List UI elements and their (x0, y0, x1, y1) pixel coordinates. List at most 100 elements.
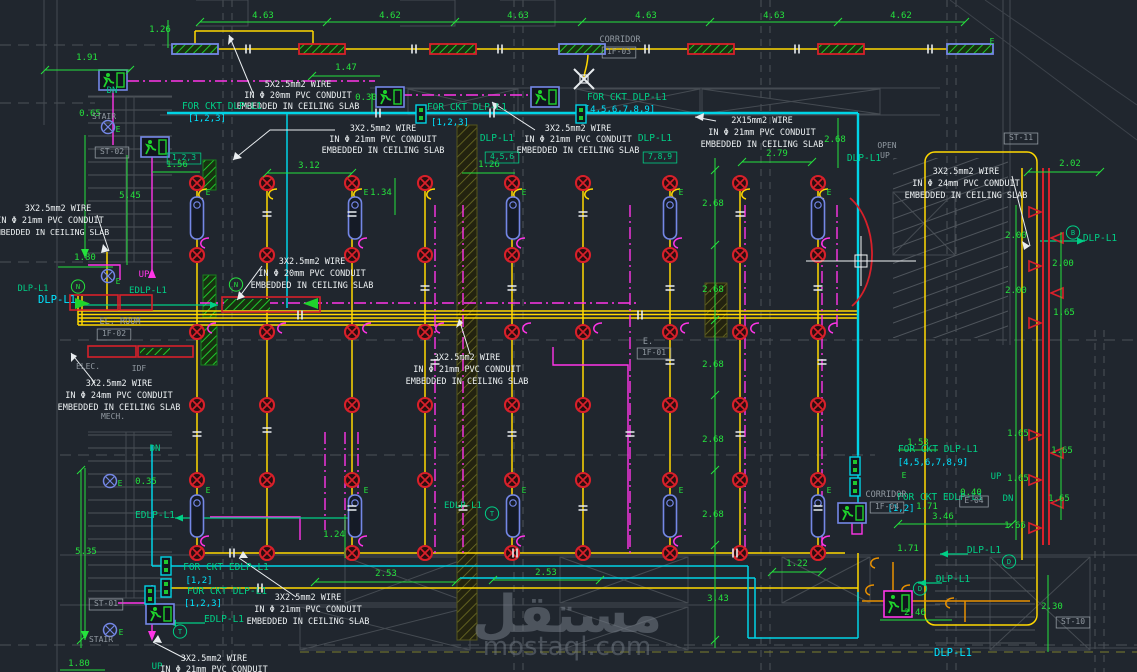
wire-callout: 3X2.5mm2 WIRE (434, 353, 501, 363)
circuit-numbers-boxed-box (484, 151, 520, 164)
room-name: E. (643, 337, 653, 347)
dimension: 1.26 (478, 160, 500, 170)
dimension: 1.22 (786, 559, 808, 569)
room-tag-box (869, 501, 905, 514)
dimension: 2.53 (535, 568, 557, 578)
emergency-mark: E (522, 188, 527, 197)
stair-tag-box (94, 146, 130, 159)
dimension: 3.43 (707, 594, 729, 604)
room-name: IDF (132, 364, 147, 373)
dimension: 1.80 (68, 659, 90, 669)
dimension: 2.68 (824, 135, 846, 145)
circled-marker-circle (172, 624, 188, 639)
watermark-arabic: مستقل (472, 585, 662, 645)
wire-callout: IN Φ 20mm PVC CONDUIT (258, 269, 365, 279)
room-name: OPEN (877, 141, 896, 150)
dimension: 2.30 (1041, 602, 1063, 612)
wire-callout: EMBEDDED IN CEILING SLAB (237, 102, 360, 112)
panel-tag: EDLP-L1 (204, 614, 244, 625)
dimension: 2.53 (375, 569, 397, 579)
panel-tag: DLP-L1 (967, 545, 1002, 556)
circuit-numbers: [1,2] (185, 576, 212, 586)
dimension: 3.12 (298, 161, 320, 171)
wire-callout: IN Φ 24mm PVC CONDUIT (912, 179, 1019, 189)
emergency-mark: E (364, 486, 369, 495)
dimension: 1.65 (1007, 474, 1029, 484)
emergency-mark: E (827, 486, 832, 495)
dimension: 2.68 (702, 435, 724, 445)
wire-callout: 3X2.5mm2 WIRE (350, 124, 417, 134)
circuit-numbers: [4,5,6,7,8,9] (585, 105, 655, 115)
panel-tag: EDLP-L1 (129, 286, 167, 296)
circuit-numbers-boxed: 1,2,3 (172, 153, 196, 162)
circuit-label: FOR CKT DLP-L1 (182, 101, 262, 112)
wire-callout: EMBEDDED IN CEILING SLAB (517, 146, 640, 156)
circuit-numbers: [1,2] (887, 504, 914, 514)
stair-direction: UP (991, 472, 1002, 482)
wire-callout: IN Φ 21mm PVC CONDUIT (0, 216, 104, 226)
conduit-layer-yellow (77, 30, 1038, 626)
dim-top-6: 4.62 (890, 11, 912, 21)
stair-tag: ST-01 (94, 599, 118, 608)
dimension-layer-green (40, 17, 1105, 671)
emergency-mark: E (990, 37, 995, 46)
circled-marker-circle (70, 279, 86, 294)
panel-tag: DLP-L1 (638, 133, 673, 144)
dimension: 0.40 (960, 488, 982, 498)
wire-callout: 2X15mm2 WIRE (731, 116, 792, 126)
room-tag: 1F-02 (102, 329, 126, 338)
emergency-mark: E (206, 188, 211, 197)
dimension: 1.34 (370, 188, 392, 198)
circuit-label: FOR CKT DLP-L1 (427, 102, 507, 113)
circled-marker: N (76, 283, 80, 291)
wire-callout: EMBEDDED IN CEILING SLAB (0, 227, 109, 237)
wire-callout: 3X2.5mm2 WIRE (933, 167, 1000, 177)
panel-tag: DLP-L1 (934, 647, 972, 659)
db-hatch (224, 299, 270, 310)
dimension: 3.46 (932, 512, 954, 522)
room-name: STAIR (92, 112, 116, 121)
dimension: 1.65 (1051, 446, 1073, 456)
dimension: 2.68 (702, 199, 724, 209)
wire-callout: IN Φ 21mm PVC CONDUIT (160, 665, 267, 672)
wire-callout: 3X2.5mm2 WIRE (25, 204, 92, 214)
dimension: 1.66 (1004, 521, 1026, 531)
circled-marker-circle (228, 277, 244, 292)
stair-direction: UP (152, 662, 163, 672)
panel-tag: DLP-L1 (847, 153, 882, 164)
door-swing-red (849, 197, 873, 307)
circled-marker: D (1007, 558, 1011, 566)
linear-fixtures-top (171, 43, 994, 55)
dimension: 1.80 (74, 253, 96, 263)
wire-callout: IN Φ 21mm PVC CONDUIT (413, 365, 520, 375)
dimension: 1.53 (907, 438, 929, 448)
panel-tag: DLP-L1 (18, 284, 49, 294)
emergency-mark: E (827, 188, 832, 197)
stair-direction: DN (1003, 494, 1014, 504)
circled-marker-circle (912, 581, 928, 596)
stair-direction: UP (139, 270, 150, 280)
circuit-numbers: [1,2,3] (188, 114, 226, 124)
wire-callout: EMBEDDED IN CEILING SLAB (58, 403, 181, 413)
dimension: 1.65 (1007, 429, 1029, 439)
wire-callout: IN Φ 21mm PVC CONDUIT (254, 605, 361, 615)
dimension: 2.00 (1005, 286, 1027, 296)
dim-top-1: 4.63 (252, 11, 274, 21)
panel-tag: DLP-L1 (1083, 233, 1118, 244)
wire-callout: 3X2.5mm2 WIRE (86, 379, 153, 389)
room-name: ELEC. (76, 362, 100, 371)
room-tag-box (636, 347, 672, 360)
dimension: 0.30 (355, 93, 377, 103)
stair-tag-box (1055, 616, 1091, 629)
stair-direction: DN (107, 86, 118, 96)
room-tag: 1F-01 (642, 348, 666, 357)
emergency-mark: E (206, 486, 211, 495)
emergency-mark: E (679, 188, 684, 197)
wire-callout: 5X2.5mm2 WIRE (265, 80, 332, 90)
room-tag: E-04 (964, 496, 983, 505)
dimension: 1.56 (166, 160, 188, 170)
stair-tag: ST-02 (100, 147, 124, 156)
room-tag: 1F-03 (607, 47, 631, 56)
